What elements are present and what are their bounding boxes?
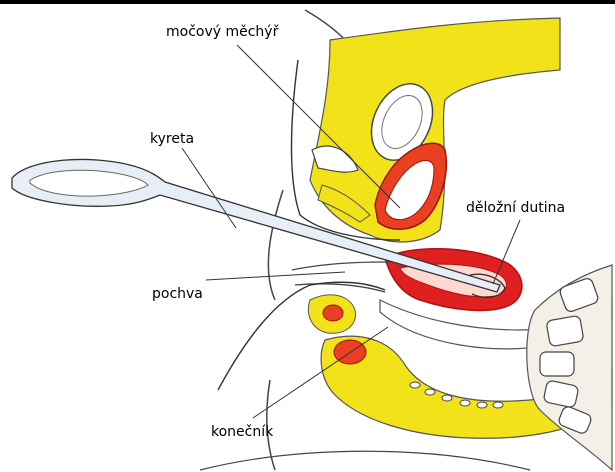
label-vagina: pochva bbox=[152, 286, 203, 302]
label-uterine-cavity: děložní dutina bbox=[466, 200, 565, 216]
leader-curette bbox=[182, 148, 236, 228]
perineal-mark bbox=[323, 305, 343, 321]
vertebra-3 bbox=[540, 352, 574, 376]
spine bbox=[527, 265, 612, 470]
vaginal-wall-upper bbox=[292, 262, 390, 270]
label-curette: kyreta bbox=[150, 131, 194, 147]
leader-vagina bbox=[206, 272, 345, 280]
label-rectum: konečník bbox=[211, 424, 273, 440]
label-bladder: močový měchýř bbox=[166, 24, 278, 40]
body-contour-left bbox=[268, 190, 283, 300]
lower-contour bbox=[200, 451, 530, 470]
vertebra-2 bbox=[546, 315, 584, 347]
